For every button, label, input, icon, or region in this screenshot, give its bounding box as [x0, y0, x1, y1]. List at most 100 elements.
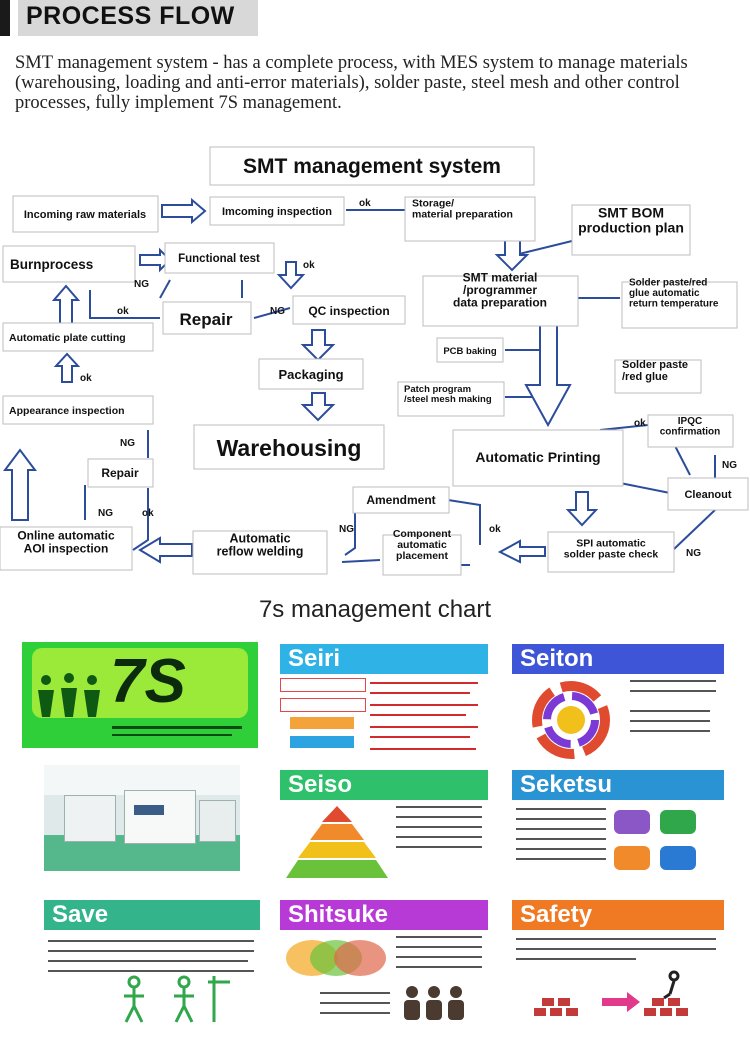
figures-icon — [124, 975, 230, 1023]
intro-paragraph: SMT management system - has a complete p… — [15, 53, 688, 113]
panel-shitsuke: Shitsuke — [280, 900, 488, 1026]
team-icon — [404, 986, 464, 1020]
label-incoming: Incoming raw materials — [24, 209, 146, 221]
ok-tag: ok — [117, 306, 129, 317]
node-burnprocess — [2, 245, 136, 283]
label-packaging: Packaging — [278, 367, 343, 382]
node-storage — [404, 196, 536, 242]
node-functional-test — [164, 242, 275, 274]
arrow-up-icon — [3, 448, 37, 521]
label-patch: Patch program/steel mesh making — [404, 384, 492, 405]
node-incoming — [12, 195, 159, 233]
node-incoming-inspection — [209, 196, 345, 226]
node-solder-temp — [621, 281, 738, 329]
label-solder-red: Solder paste/red glue — [622, 359, 688, 383]
label-storage: Storage/material preparation — [412, 197, 513, 220]
node-solder-red — [614, 359, 702, 394]
ok-tag: ok — [142, 508, 154, 519]
cycle-diagram-icon — [532, 681, 610, 759]
node-spi — [547, 531, 675, 573]
ok-tag: ok — [634, 418, 646, 429]
node-aoi — [0, 526, 133, 571]
panel-seiso: Seiso — [280, 770, 488, 888]
node-appearance — [2, 395, 154, 425]
node-repair — [162, 301, 252, 335]
panel-seiton: Seiton — [512, 644, 724, 762]
label-auto-cut: Automatic plate cutting — [9, 332, 126, 344]
panel-title-seiton: Seiton — [512, 644, 724, 674]
label-amendment: Amendment — [366, 493, 435, 507]
panel-seiri: Seiri — [280, 644, 488, 762]
node-pcb-baking — [436, 337, 504, 363]
section-header: PROCESS FLOW — [0, 0, 750, 42]
node-cleanout — [667, 477, 749, 511]
node-patch — [397, 381, 505, 417]
label-qc: QC inspection — [308, 304, 389, 318]
label-pcb-baking: PCB baking — [443, 346, 497, 357]
arrow-down-icon — [276, 261, 306, 290]
node-auto-print — [452, 429, 624, 487]
flow-tags: ok ok NG NG ok ok ok NG NG NG ok ok NG N… — [80, 198, 737, 559]
arrow-left-icon — [497, 539, 546, 564]
seven-s-logo-text: 7S — [110, 647, 186, 716]
ok-tag: ok — [359, 198, 371, 209]
arrow-right-icon — [161, 197, 207, 225]
panel-seketsu: Seketsu — [512, 770, 724, 888]
factory-photo — [44, 765, 240, 871]
arrow-left-icon — [138, 536, 193, 564]
arrow-down-icon — [494, 237, 530, 272]
panel-title-safety: Safety — [512, 900, 724, 930]
arrow-down-icon — [524, 321, 572, 428]
process-flow-diagram: SMT management system — [0, 146, 749, 576]
ng-tag: NG — [134, 279, 149, 290]
label-burnprocess: Burnprocess — [10, 257, 93, 272]
ng-tag: NG — [270, 306, 285, 317]
arrow-down-icon — [300, 329, 336, 362]
label-warehousing: Warehousing — [217, 435, 362, 461]
ok-tag: ok — [489, 524, 501, 535]
label-functional-test: Functional test — [178, 253, 260, 265]
header-accent-bar — [0, 0, 10, 36]
node-component — [382, 534, 462, 576]
header-band — [18, 0, 258, 36]
label-repair: Repair — [180, 310, 233, 329]
ng-tag: NG — [120, 438, 135, 449]
flow-arrows — [3, 197, 599, 564]
label-auto-print: Automatic Printing — [475, 449, 600, 465]
flow-labels: Incoming raw materials Imcoming inspecti… — [9, 197, 732, 562]
node-qc — [292, 295, 406, 325]
panel-save: Save — [44, 900, 260, 1026]
flow-nodes — [0, 195, 749, 576]
node-repair-small — [87, 458, 154, 488]
safety-icon — [534, 970, 688, 1016]
ng-tag: NG — [339, 524, 354, 535]
flow-title: SMT management system — [243, 155, 501, 178]
node-smt-material — [422, 275, 579, 327]
label-cleanout: Cleanout — [684, 489, 731, 501]
node-packaging — [258, 358, 364, 390]
label-incoming-inspection: Imcoming inspection — [222, 206, 332, 218]
label-repair-small: Repair — [101, 466, 139, 480]
chart-title: 7s management chart — [258, 596, 492, 623]
node-warehousing — [193, 424, 385, 470]
pyramid-icon — [286, 806, 388, 878]
panel-title-seiso: Seiso — [280, 770, 488, 800]
node-bom — [571, 204, 691, 256]
panel-title-shitsuke: Shitsuke — [280, 900, 488, 930]
arrow-down-icon — [300, 392, 336, 422]
node-auto-cut — [2, 322, 154, 352]
panel-title-seiri: Seiri — [280, 644, 488, 674]
node-ipqc — [647, 414, 734, 448]
ok-tag: ok — [80, 373, 92, 384]
label-appearance: Appearance inspection — [9, 405, 125, 417]
panel-title-seketsu: Seketsu — [512, 770, 724, 800]
arrow-up-icon — [53, 352, 81, 383]
panel-safety: Safety — [512, 900, 724, 1026]
